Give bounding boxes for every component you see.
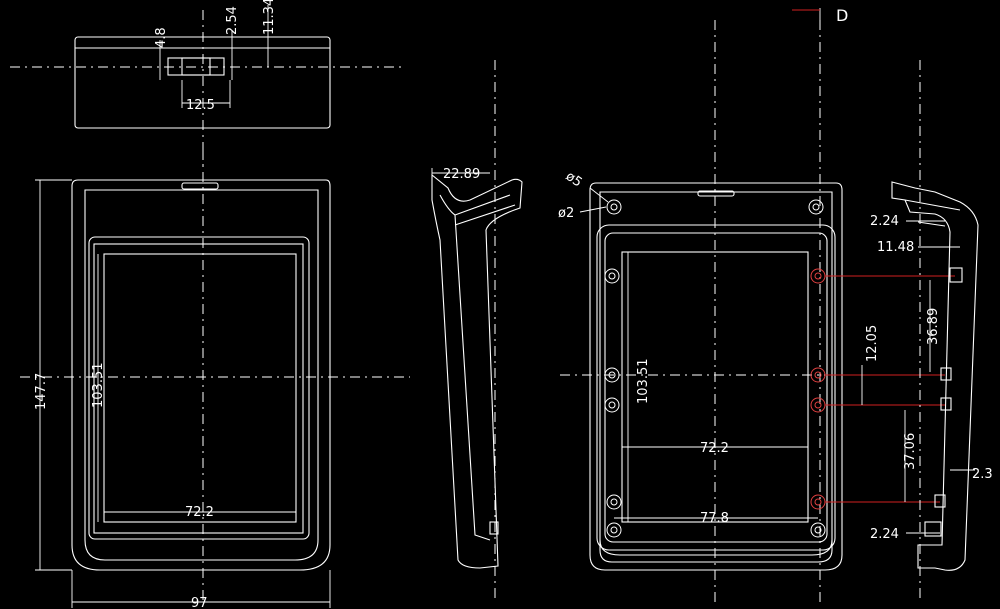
dim-dia-5: ø5 [563, 169, 585, 191]
section-view-boss [949, 267, 963, 283]
side-view-tab [489, 521, 499, 535]
mounting-hole [810, 397, 826, 413]
back-view-window [621, 251, 809, 523]
dim-2-24-top: 2.24 [870, 214, 899, 229]
dim-11-34: 11.34 [262, 0, 277, 35]
mounting-hole [808, 199, 824, 215]
dim-12-05: 12.05 [865, 325, 880, 362]
section-view-boss [940, 367, 952, 381]
back-view-slot [697, 190, 735, 197]
side-view-profile [431, 173, 523, 569]
top-view: 4.8 2.54 11.34 12.5 [10, 0, 405, 165]
dim-11-48: 11.48 [877, 240, 914, 255]
back-view: D ø5 ø2 103.51 72.2 [558, 6, 955, 605]
front-view-frame-outer [88, 236, 310, 540]
dim-72-2: 72.2 [185, 505, 214, 520]
mounting-hole [606, 522, 622, 538]
section-view-boss [924, 521, 942, 537]
mounting-hole [810, 268, 826, 284]
dim-4-8: 4.8 [154, 27, 169, 48]
dim-back-103-51: 103.51 [636, 359, 651, 405]
front-view-slot [181, 182, 219, 190]
dim-back-72-2: 72.2 [700, 441, 729, 456]
front-view-frame-inner [93, 243, 304, 534]
dim-147-7: 147.7 [34, 373, 49, 410]
mounting-hole [606, 199, 622, 215]
dim-2-54: 2.54 [225, 6, 240, 35]
side-view: 22.89 [431, 60, 523, 600]
dim-22-89: 22.89 [443, 167, 480, 182]
dim-2-3: 2.3 [972, 467, 993, 482]
back-view-frame-outer [596, 224, 836, 551]
dim-103-51: 103.51 [91, 363, 106, 409]
mounting-hole [810, 522, 826, 538]
dim-36-89: 36.89 [926, 308, 941, 345]
section-view: 2.24 11.48 36.89 12.05 37.06 2.3 2.24 [861, 60, 993, 600]
back-view-outline [589, 182, 843, 571]
front-view: 147.7 97 103.51 72.2 [20, 150, 410, 609]
mounting-hole [604, 367, 620, 383]
section-view-boss [934, 494, 946, 508]
back-view-inner-wall [599, 191, 833, 563]
front-view-outline [71, 179, 331, 571]
mounting-hole [810, 494, 826, 510]
section-view-profile [891, 181, 979, 571]
view-d-label: D [836, 6, 848, 25]
top-view-slot-inner [181, 57, 211, 76]
section-view-boss [940, 397, 952, 411]
front-view-window [103, 253, 297, 523]
dim-77-8: 77.8 [700, 511, 729, 526]
mounting-hole [604, 268, 620, 284]
dim-dia-2: ø2 [558, 206, 574, 221]
mounting-hole [606, 494, 622, 510]
mounting-hole [604, 397, 620, 413]
dim-12-5: 12.5 [186, 98, 215, 113]
back-view-frame-inner [604, 232, 828, 543]
dim-2-24-bottom: 2.24 [870, 527, 899, 542]
front-view-bezel [84, 189, 319, 561]
dim-37-06: 37.06 [903, 433, 918, 470]
dim-97: 97 [191, 596, 208, 609]
